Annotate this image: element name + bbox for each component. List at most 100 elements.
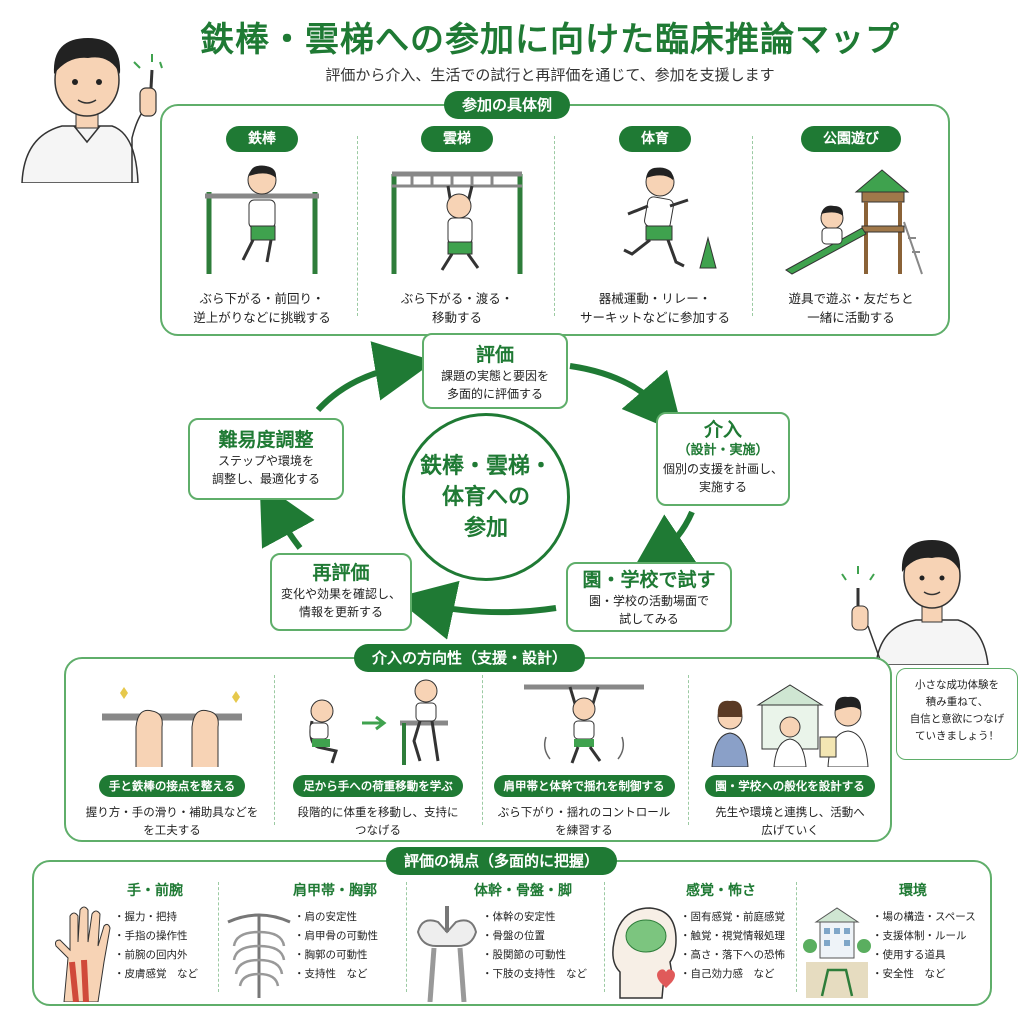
example-desc: 遊具で遊ぶ・友だちと [788, 291, 914, 306]
evaluation-point: 下肢の支持性 など [482, 965, 588, 984]
evaluation-point: 場の構造・スペース [872, 908, 976, 927]
example-desc: サーキットなどに参加する [579, 310, 730, 325]
example-desc: ぶら下がる・前回り・ [199, 291, 325, 306]
node-desc: 課題の実態と要因を [440, 369, 549, 383]
cycle-node-reevaluation: 再評価 変化や効果を確認し、 情報を更新する [270, 553, 412, 631]
intervention-desc: を練習する [555, 823, 613, 837]
intervention-desc: 段階的に体重を移動し、支持に [297, 805, 459, 819]
example-iron-bar: 鉄棒 ぶら下がる・前回り・逆上がりなどに挑戦する [167, 126, 357, 326]
evaluation-item-trunk: 体幹・骨盤・脚 体幹の安定性 骨盤の位置 股関節の可動性 下肢の支持性 など [408, 880, 598, 1002]
example-label: 鉄棒 [226, 126, 298, 152]
hands-grip-illustration [102, 687, 242, 767]
evaluation-point: 支持性 など [294, 965, 378, 984]
evaluation-point: 胸郭の可動性 [294, 946, 378, 965]
center-label: 鉄棒・雲梯・ 体育への 参加 [419, 453, 552, 541]
evaluation-point: 支援体制・ルール [872, 927, 976, 946]
node-desc: 変化や効果を確認し、 [280, 587, 401, 601]
divider [796, 882, 797, 992]
evaluation-title: 手・前腕 [127, 883, 183, 899]
node-title: 評価 [475, 344, 514, 366]
evaluation-point: 握力・把持 [114, 908, 198, 927]
example-label: 体育 [619, 126, 691, 152]
divider [554, 136, 555, 316]
intervention-desc: 広げていく [761, 823, 819, 837]
node-title: 難易度調整 [218, 429, 314, 451]
hand-arm-icon [55, 906, 111, 1002]
divider [482, 675, 483, 825]
cycle-node-intervention: 介入 （設計・実施） 個別の支援を計画し、 実施する [656, 412, 790, 506]
evaluation-title: 肩甲帯・胸郭 [293, 883, 377, 899]
evaluation-item-hand: 手・前腕 握力・把持 手指の操作性 前腕の回内外 皮膚感覚 など [40, 880, 230, 1002]
node-title: 園・学校で試す [582, 569, 716, 591]
evaluation-point: 皮膚感覚 など [114, 965, 199, 984]
node-subtitle: （設計・実施） [677, 443, 769, 458]
intervention-item: 園・学校への般化を設計する 先生や環境と連携し、活動へ広げていく [690, 677, 890, 837]
example-desc: 一緒に活動する [807, 310, 895, 325]
example-park-play: 公園遊び 遊具で遊ぶ・友だちと一緒に活動する [756, 126, 946, 326]
node-desc: 園・学校の活動場面で [588, 594, 709, 608]
intervention-item: 手と鉄棒の接点を整える 握り方・手の滑り・補助具などをを工夫する [72, 677, 272, 837]
intervention-desc: を工夫する [143, 823, 201, 837]
example-desc: 器械運動・リレー・ [598, 291, 712, 306]
example-desc: 移動する [431, 310, 482, 325]
school-building-icon [803, 907, 871, 998]
evaluation-point: 触覚・視覚情報処理 [680, 927, 786, 946]
divider [406, 882, 407, 992]
intervention-desc: つなげる [355, 823, 401, 837]
brain-head-icon [612, 907, 677, 999]
example-label: 公園遊び [801, 126, 901, 152]
evaluation-point: 肩の安定性 [294, 908, 378, 927]
node-desc: 多面的に評価する [446, 387, 543, 401]
intervention-item: 足から手への荷重移動を学ぶ 段階的に体重を移動し、支持につなげる [278, 677, 478, 837]
speech-text: 自信と意欲につなげ [909, 713, 1005, 725]
example-desc: ぶら下がる・渡る・ [400, 291, 514, 306]
speech-text: 積み重ねて、 [925, 696, 989, 708]
intervention-item: 肩甲帯と体幹で揺れを制御する ぶら下がり・揺れのコントロールを練習する [484, 677, 684, 837]
running-illustration [623, 167, 717, 269]
iron-bar-illustration [205, 165, 319, 274]
node-desc: 実施する [698, 480, 747, 494]
weight-shift-illustration [309, 679, 448, 765]
evaluation-point: 使用する道具 [872, 946, 976, 965]
speech-bubble: 小さな成功体験を 積み重ねて、 自信と意欲につなげ ていきましょう！ [896, 668, 1018, 760]
evaluation-title: 体幹・骨盤・脚 [474, 883, 572, 899]
divider [357, 136, 358, 316]
intervention-panel: 介入の方向性（支援・設計） 手と鉄棒の接点を整える 握り方・手の滑り・補助具など… [64, 644, 892, 842]
school-collaboration-illustration [711, 684, 869, 768]
cycle-node-trial: 園・学校で試す 園・学校の活動場面で 試してみる [566, 562, 732, 632]
presenter-illustration-right [841, 540, 989, 665]
node-title: 再評価 [312, 562, 370, 584]
example-desc: 逆上がりなどに挑戦する [193, 310, 331, 325]
node-desc: 個別の支援を計画し、 [662, 462, 783, 476]
pelvis-icon [416, 906, 478, 1002]
evaluation-item-environment: 環境 場の構造・スペース 支援体制・ルール 使用する道具 安全性 など [798, 880, 988, 1000]
node-desc: ステップや環境を [217, 454, 314, 468]
evaluation-point: 安全性 など [872, 965, 976, 984]
evaluation-item-shoulder: 肩甲帯・胸郭 肩の安定性 肩甲骨の可動性 胸郭の可動性 支持性 など [220, 880, 410, 1000]
hanging-swing-illustration [524, 684, 644, 764]
cycle-node-evaluation: 評価 課題の実態と要因を 多面的に評価する [422, 333, 568, 409]
node-desc: 調整し、最適化する [211, 472, 320, 486]
evaluation-point: 高さ・落下への恐怖 [680, 946, 786, 965]
page-subtitle: 評価から介入、生活での試行と再評価を通じて、参加を支援します [325, 66, 775, 84]
node-desc: 試してみる [619, 612, 679, 626]
intervention-label: 肩甲帯と体幹で揺れを制御する [493, 775, 675, 797]
evaluation-item-sensory: 感覚・怖さ 固有感覚・前庭感覚 触覚・視覚情報処理 高さ・落下への恐怖 自己効力… [606, 880, 796, 1000]
evaluation-point: 股関節の可動性 [482, 946, 587, 965]
evaluation-panel: 評価の視点（多面的に把握） 手・前腕 握力・把持 手指の操作性 前腕の回内外 皮… [32, 847, 992, 1006]
evaluation-point: 前腕の回内外 [114, 946, 198, 965]
evaluation-point: 固有感覚・前庭感覚 [680, 908, 786, 927]
intervention-label: 足から手への荷重移動を学ぶ [293, 775, 463, 797]
intervention-desc: 先生や環境と連携し、活動へ [715, 805, 865, 819]
evaluation-point: 自己効力感 など [680, 965, 785, 984]
evaluation-title: 環境 [899, 883, 927, 899]
intervention-desc: ぶら下がり・揺れのコントロール [497, 805, 671, 819]
example-monkey-bars: 雲梯 ぶら下がる・渡る・移動する [362, 126, 552, 326]
playground-illustration [785, 169, 923, 275]
ribcage-icon [227, 913, 291, 998]
evaluation-title: 感覚・怖さ [686, 883, 756, 899]
evaluation-heading: 評価の視点（多面的に把握） [386, 847, 618, 875]
page-title: 鉄棒・雲梯への参加に向けた臨床推論マップ [200, 20, 900, 60]
speech-text: ていきましょう！ [915, 730, 999, 742]
